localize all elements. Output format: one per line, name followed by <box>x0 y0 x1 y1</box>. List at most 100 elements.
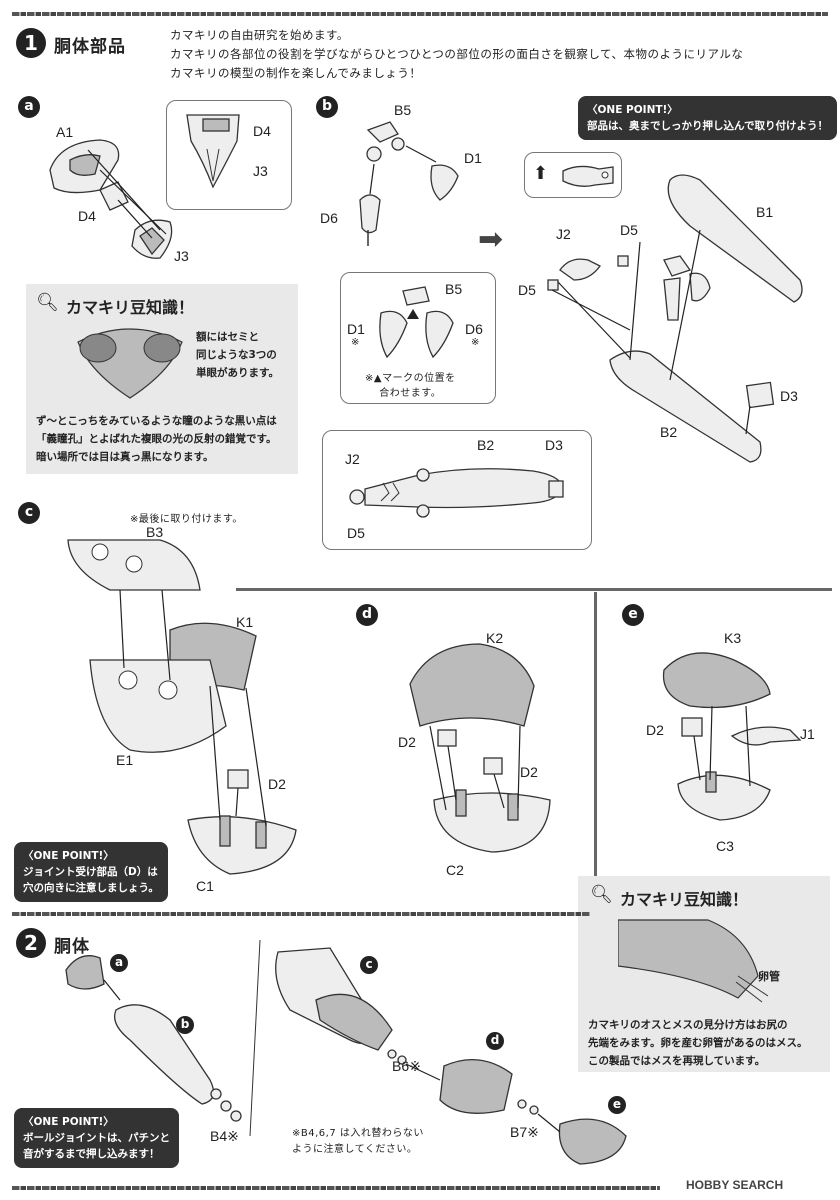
label-b3: B3 <box>146 524 164 540</box>
step2-sub-d: d <box>486 1032 504 1050</box>
label-d4: D4 <box>78 208 96 224</box>
label-b4: B4※ <box>210 1128 239 1144</box>
step2-sub-b: b <box>176 1016 194 1034</box>
divider-de <box>594 592 597 876</box>
top-border <box>12 12 828 16</box>
label-k2: K2 <box>486 630 504 646</box>
callout-label-d5: D5 <box>347 525 365 541</box>
callout-mark-1: ※ <box>351 337 360 348</box>
step2-sub-a: a <box>110 954 128 972</box>
callout-label-d3: D3 <box>545 437 563 453</box>
label-d5b: D5 <box>518 282 536 298</box>
callout-label-j2: J2 <box>345 451 360 467</box>
ovipositor-illustration <box>618 919 769 1003</box>
label-d2-e: D2 <box>646 722 664 738</box>
step-title-1: 胴体部品 <box>54 37 126 57</box>
label-k1: K1 <box>236 614 254 630</box>
trivia-side-line-2: 同じような3つの <box>196 349 277 361</box>
trivia2-line-3: この製品ではメスを再現しています。 <box>588 1055 766 1067</box>
abdomen-c-assembly-diagram <box>67 539 297 875</box>
callout-label-b5: B5 <box>445 281 463 297</box>
callout-label-j3: J3 <box>253 163 268 179</box>
sub-step-c: c <box>18 502 40 524</box>
onepoint-head-2: 〈ONE POINT!〉 <box>23 850 114 862</box>
label-b2: B2 <box>660 424 678 440</box>
onepoint-box-1: 〈ONE POINT!〉 部品は、奥までしっかり押し込んで取り付けよう！ <box>578 96 837 140</box>
callout-head-detail: D4 J3 <box>166 100 292 210</box>
label-j2: J2 <box>556 226 571 242</box>
callout-label-d1: D1 <box>347 321 365 337</box>
callout-neck-detail: B5 D1 ※ D6 ※ ※▲マークの位置を 合わせます。 <box>340 272 496 404</box>
hobby-search-watermark: HOBBY SEARCH <box>686 1178 784 1192</box>
trivia-box-2: 🔍︎ カマキリ豆知識！ 卵管 カマキリのオスとメスの見分け方はお尻の 先端をみま… <box>578 876 830 1072</box>
ovipositor-label: 卵管 <box>758 970 780 983</box>
neck-joint-diagram <box>359 121 459 246</box>
callout-j2-orientation: ⬆ <box>524 152 622 198</box>
onepoint-head-1: 〈ONE POINT!〉 <box>587 104 678 116</box>
label-c2: C2 <box>446 862 464 878</box>
onepoint-text-2b: 穴の向きに注意しましょう。 <box>23 882 159 894</box>
label-j1: J1 <box>800 726 815 742</box>
label-d2-c: D2 <box>268 776 286 792</box>
callout-label-d6: D6 <box>465 321 483 337</box>
abdomen-d-assembly-diagram <box>409 643 551 853</box>
head-assembly-diagram <box>49 139 173 259</box>
thorax-detail-diagram <box>349 468 564 518</box>
divider-cd <box>236 588 832 591</box>
label-j3: J3 <box>174 248 189 264</box>
up-arrow-icon: ⬆ <box>533 163 549 184</box>
callout-note: ※▲マークの位置を 合わせます。 <box>365 369 456 399</box>
sub-step-b: b <box>316 96 338 118</box>
callout-label-d4: D4 <box>253 123 271 139</box>
magnifier-icon: 🔍︎ <box>36 292 59 313</box>
trivia-body-line-2: 「義瞳孔」とよばれた複眼の光の反射の錯覚です。 <box>36 433 277 445</box>
magnifier-icon: 🔍︎ <box>590 884 613 905</box>
step-title-2: 胴体 <box>54 937 90 957</box>
label-c3: C3 <box>716 838 734 854</box>
label-d6: D6 <box>320 210 338 226</box>
step-number-2: 2 <box>16 928 46 958</box>
trivia-body-line-1: ず～とこっちをみているような瞳のような黒い点は <box>36 415 277 427</box>
onepoint-text-2a: ジョイント受け部品（D）は <box>23 866 158 878</box>
onepoint-box-3: 〈ONE POINT!〉 ボールジョイントは、パチンと 音がするまで押し込みます… <box>14 1108 179 1168</box>
label-d2-d-right: D2 <box>520 764 538 780</box>
step2-sub-c: c <box>360 956 378 974</box>
callout-label-b2: B2 <box>477 437 495 453</box>
trivia-body-line-3: 暗い場所では目は真っ黒になります。 <box>36 451 214 463</box>
trivia2-line-1: カマキリのオスとメスの見分け方はお尻の <box>588 1019 788 1031</box>
onepoint-head-3: 〈ONE POINT!〉 <box>23 1116 114 1128</box>
intro-line-1: カマキリの自由研究を始めます。 <box>170 28 349 42</box>
abdomen-e-assembly-diagram <box>662 652 802 821</box>
label-c1: C1 <box>196 878 214 894</box>
trivia-box-1: 🔍︎ カマキリ豆知識！ 額にはセミと 同じような3つの 単眼があります。 ず～と… <box>26 284 298 474</box>
trivia2-line-2: 先端をみます。卵を産む卵管があるのはメス。 <box>588 1037 808 1049</box>
label-a1: A1 <box>56 124 74 140</box>
label-e1: E1 <box>116 752 134 768</box>
label-b7: B7※ <box>510 1124 539 1140</box>
sub-step-d: d <box>356 604 378 626</box>
ball-joint-note: ※B4,6,7 は入れ替わらない ように注意してください。 <box>292 1126 424 1158</box>
body-assembly-diagram <box>65 940 627 1165</box>
head-detail-diagram <box>186 114 240 189</box>
trivia-body-2: カマキリのオスとメスの見分け方はお尻の 先端をみます。卵を産む卵管があるのはメス… <box>588 1016 807 1070</box>
sub-step-e: e <box>622 604 644 626</box>
trivia-title-1: カマキリ豆知識！ <box>66 298 195 317</box>
onepoint-box-2: 〈ONE POINT!〉 ジョイント受け部品（D）は 穴の向きに注意しましょう。 <box>14 842 168 902</box>
neck-detail-diagram <box>379 286 454 359</box>
section2-border <box>12 912 590 916</box>
ball-joint-note-line-1: ※B4,6,7 は入れ替わらない <box>292 1128 424 1139</box>
onepoint-text-1: 部品は、奥までしっかり押し込んで取り付けよう！ <box>587 120 828 132</box>
thorax-assembly-diagram <box>547 174 803 463</box>
label-b1: B1 <box>756 204 774 220</box>
trivia-side-text: 額にはセミと 同じような3つの 単眼があります。 <box>196 328 279 382</box>
callout-mark-2: ※ <box>471 337 480 348</box>
ball-joint-note-line-2: ように注意してください。 <box>292 1144 418 1155</box>
next-step-arrow-icon: ➡ <box>478 222 504 257</box>
label-d5a: D5 <box>620 222 638 238</box>
step2-sub-e: e <box>608 1096 626 1114</box>
callout-thorax-detail: J2 B2 D3 D5 <box>322 430 592 550</box>
trivia-side-line-3: 単眼があります。 <box>196 367 279 379</box>
bottom-border <box>12 1186 660 1190</box>
onepoint-text-3b: 音がするまで押し込みます！ <box>23 1148 160 1160</box>
label-d3: D3 <box>780 388 798 404</box>
